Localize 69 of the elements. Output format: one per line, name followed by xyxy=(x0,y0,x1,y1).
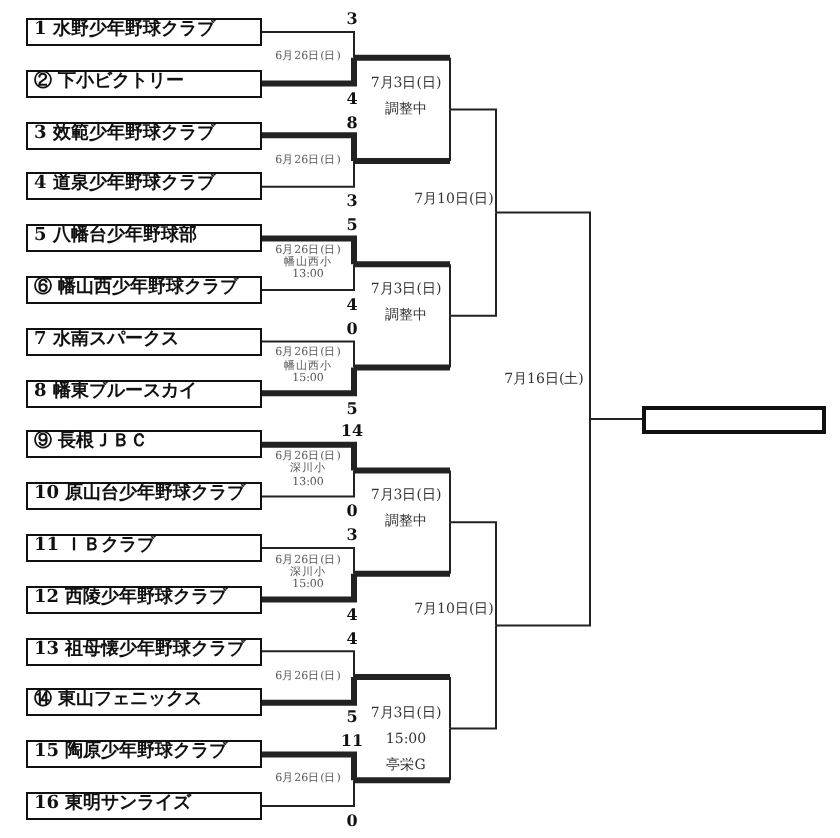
team-name-box: 1 水野少年野球クラブ xyxy=(26,18,262,46)
score-number: 4 xyxy=(346,629,358,646)
bracket-line xyxy=(354,158,450,164)
team-name-box: 8 幡東ブルースカイ xyxy=(26,379,262,408)
score-number: 8 xyxy=(346,113,358,130)
bracket-line xyxy=(262,573,357,603)
bracket-line xyxy=(495,418,591,627)
bracket-line xyxy=(449,314,451,369)
score-number: 4 xyxy=(346,605,358,622)
score-number: 3 xyxy=(346,526,358,542)
bracket-line xyxy=(261,160,355,188)
bracket-line xyxy=(262,57,357,87)
score-number: 5 xyxy=(346,399,358,416)
champion-box xyxy=(642,405,826,433)
bracket-line xyxy=(261,469,355,498)
bracket-line xyxy=(262,677,357,706)
bracket-line xyxy=(449,469,451,524)
score-number: 5 xyxy=(346,708,358,725)
bracket-line xyxy=(262,367,357,397)
score-number: 11 xyxy=(340,732,364,749)
bracket-line xyxy=(261,31,355,59)
team-name-box: ⑭ 東山フェニックス xyxy=(26,688,262,717)
bracket-line xyxy=(262,751,357,781)
bracket-line xyxy=(354,674,450,680)
bracket-line xyxy=(449,727,451,782)
score-number: 4 xyxy=(346,89,358,106)
bracket-line xyxy=(449,624,497,730)
score-number: 0 xyxy=(346,812,358,828)
bracket-line xyxy=(262,441,357,471)
bracket-line xyxy=(354,777,450,784)
bracket-line xyxy=(261,263,355,291)
bracket-line xyxy=(354,467,450,474)
score-number: 0 xyxy=(346,319,358,336)
team-name-box: 4 道泉少年野球クラブ xyxy=(26,172,262,201)
score-number: 5 xyxy=(346,216,358,233)
team-name-box: 11 ＩＢクラブ xyxy=(26,534,262,562)
bracket-line xyxy=(261,547,355,575)
bracket-line xyxy=(449,108,451,162)
team-name-box: 3 效範少年野球クラブ xyxy=(26,121,262,150)
team-name-box: 13 祖母懐少年野球クラブ xyxy=(26,637,262,666)
bracket-line xyxy=(261,650,355,678)
score-number: 3 xyxy=(346,10,358,26)
bracket-line xyxy=(449,676,451,730)
bracket-line xyxy=(261,340,355,369)
score-number: 14 xyxy=(340,422,364,439)
team-name-box: 7 水南スパークス xyxy=(26,327,262,356)
bracket-line xyxy=(449,108,497,214)
score-number: 0 xyxy=(346,502,358,519)
bracket-line xyxy=(449,56,451,111)
score-number: 3 xyxy=(346,192,358,209)
team-name-box: 10 原山台少年野球クラブ xyxy=(26,482,262,511)
bracket-line xyxy=(449,521,497,627)
bracket-line xyxy=(354,54,450,61)
team-name-box: 15 陶原少年野球クラブ xyxy=(26,740,262,769)
bracket-line xyxy=(354,570,450,577)
bracket-line xyxy=(495,211,591,420)
bracket-line xyxy=(354,364,450,371)
bracket-line xyxy=(589,418,643,420)
team-name-box: 12 西陵少年野球クラブ xyxy=(26,585,262,614)
score-number: 4 xyxy=(346,296,358,312)
bracket-line xyxy=(449,211,497,317)
bracket-line xyxy=(261,779,355,807)
bracket-line xyxy=(449,263,451,317)
team-name-box: 16 東明サンライズ xyxy=(26,792,262,820)
bracket-line xyxy=(262,132,357,161)
bracket-line xyxy=(354,261,450,268)
team-name-box: 5 八幡台少年野球部 xyxy=(26,224,262,253)
bracket-line xyxy=(262,235,357,265)
bracket-line xyxy=(449,521,451,575)
